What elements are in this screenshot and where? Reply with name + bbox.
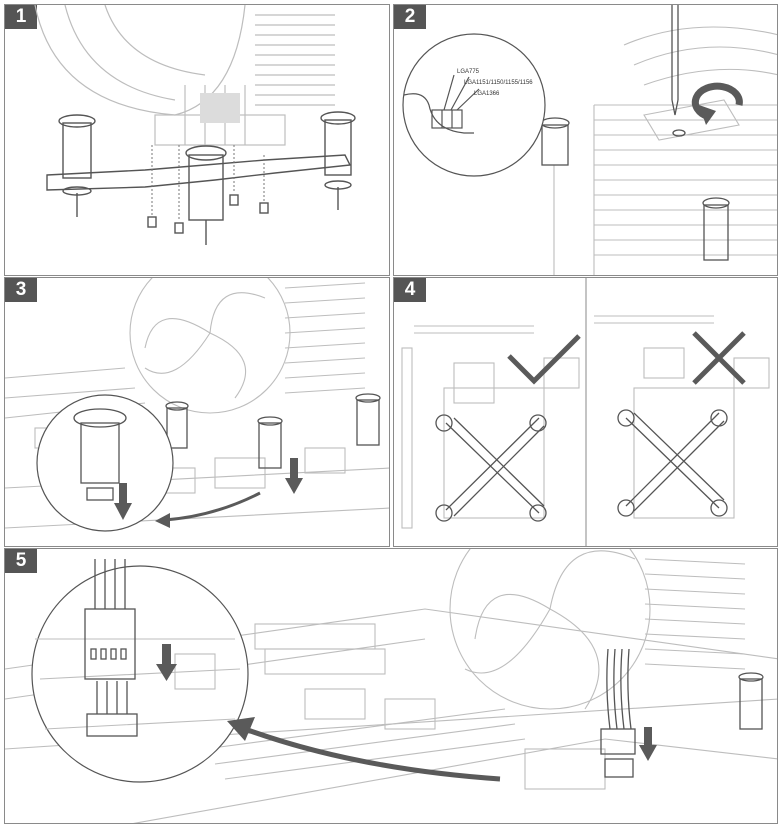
label-lga775: LGA775: [457, 69, 480, 75]
step-1-illustration: [34, 5, 356, 245]
step-1-number: 1: [5, 5, 37, 29]
check-icon: [507, 334, 581, 385]
cross-icon: [692, 331, 746, 385]
step-3-illustration: [5, 278, 389, 532]
step-3-panel: 3: [4, 277, 390, 547]
step-2-illustration: LGA775 LGA1151/1150/1155/1156 LGA1366: [402, 5, 777, 275]
step-5-number: 5: [5, 549, 37, 573]
step-1-panel: 1: [4, 4, 390, 276]
step-5-panel: 5: [4, 548, 778, 824]
step-4-panel: 4: [393, 277, 778, 547]
step-3-number: 3: [5, 278, 37, 302]
step-4-number: 4: [394, 278, 426, 302]
step-2-detail-inset: [402, 33, 546, 177]
label-lga115x: LGA1151/1150/1155/1156: [464, 80, 533, 86]
step-3-detail-inset: [36, 394, 174, 532]
step-2-panel: 2: [393, 4, 778, 276]
step-4-illustration: [401, 278, 770, 546]
step-5-illustration: [5, 549, 777, 823]
label-lga1366: LGA1366: [474, 91, 500, 97]
step-2-number: 2: [394, 5, 426, 29]
